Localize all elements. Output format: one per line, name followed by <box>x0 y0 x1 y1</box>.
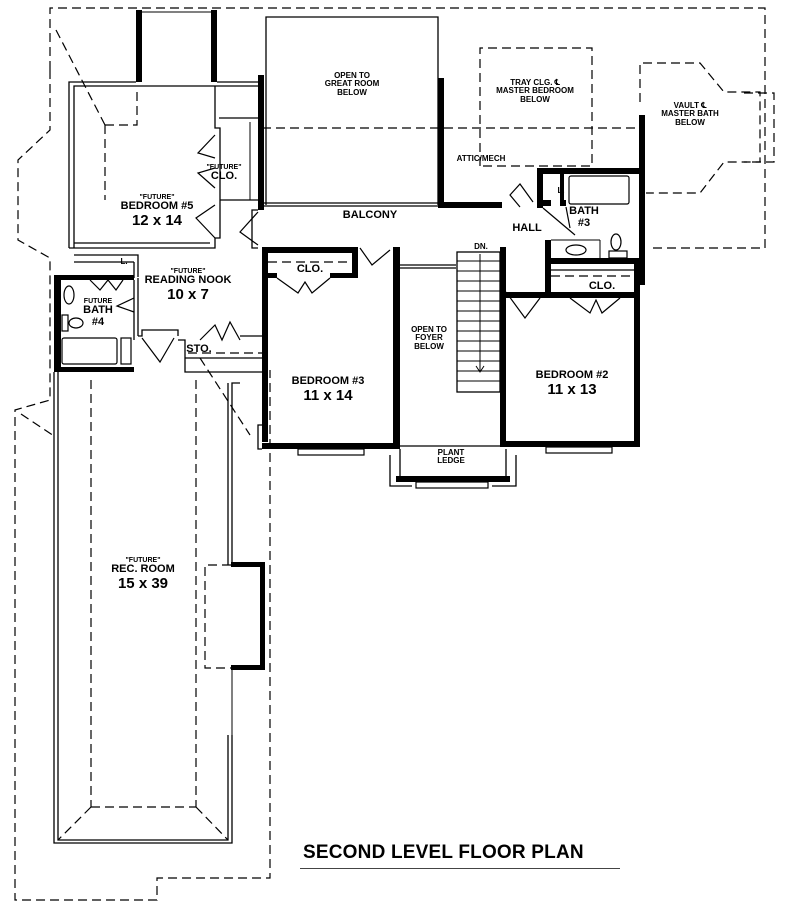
open-great-room-line1: OPEN TO <box>334 71 370 80</box>
label-stair-down: DN. <box>474 242 488 251</box>
label-bath-3: BATH #3 <box>569 205 599 229</box>
label-bedroom-3-closet: CLO. <box>296 263 324 275</box>
label-open-great-room: OPEN TO GREAT ROOM BELOW <box>324 71 380 97</box>
open-great-room-line3: BELOW <box>337 87 367 97</box>
bedroom-2-walls <box>505 262 640 454</box>
open-foyer-line2: FOYER <box>415 333 443 343</box>
label-attic-mech: ATTIC/MECH <box>456 154 506 163</box>
plant-ledge-line2: LEDGE <box>437 456 465 466</box>
label-bedroom-2: BEDROOM #2 11 x 13 <box>535 369 609 398</box>
label-reading-nook: "FUTURE" READING NOOK 10 x 7 <box>145 268 232 303</box>
stair-foyer <box>389 247 517 489</box>
reading-nook-name: READING NOOK <box>144 274 232 287</box>
reading-nook-dims: 10 x 7 <box>167 285 209 303</box>
label-vault-master-bath: VAULT ℄ MASTER BATH BELOW <box>661 101 719 127</box>
rec-room-dims: 15 x 39 <box>117 574 169 592</box>
bedroom-3-name: BEDROOM #3 <box>291 375 365 387</box>
vault-line3: BELOW <box>675 117 705 127</box>
label-bath-3-linen: L. <box>557 186 565 195</box>
tray-line3: BELOW <box>520 94 550 104</box>
open-foyer-line1: OPEN TO <box>411 325 447 334</box>
rec-room-future-tag: "FUTURE" <box>125 557 161 564</box>
bedroom-5-name: BEDROOM #5 <box>120 200 194 213</box>
future-closet-tag: "FUTURE" <box>206 164 242 171</box>
stair-treads <box>457 254 500 382</box>
title-underline <box>300 868 620 869</box>
bedroom-3-walls <box>257 247 400 456</box>
balcony <box>239 202 502 249</box>
label-bedroom-2-closet: CLO. <box>588 280 616 292</box>
bedroom-2-name: BEDROOM #2 <box>535 369 609 381</box>
label-plant-ledge: PLANT LEDGE <box>437 448 465 466</box>
reading-nook-bath-4 <box>54 254 262 436</box>
plant-ledge-line1: PLANT <box>437 448 465 457</box>
roof-outline <box>14 7 775 901</box>
bath-3-walls <box>509 115 645 285</box>
bath-4-number: #4 <box>91 315 105 328</box>
vault-line2: MASTER BATH <box>661 109 719 119</box>
rec-room-name: REC. ROOM <box>111 563 175 576</box>
bedroom-5-dims: 12 x 14 <box>131 211 183 229</box>
bedroom-3-dims: 11 x 14 <box>303 386 353 404</box>
bedroom-5-walls <box>68 10 258 249</box>
label-hall: HALL <box>512 222 542 234</box>
bedroom-2-dims: 11 x 13 <box>547 380 597 398</box>
open-foyer-line3: BELOW <box>414 341 444 351</box>
label-open-foyer: OPEN TO FOYER BELOW <box>411 325 447 351</box>
label-bath-4: FUTURE BATH #4 <box>83 298 113 328</box>
label-tray-ceiling-master: TRAY CLG. ℄ MASTER BEDROOM BELOW <box>496 78 574 104</box>
bedroom-5-future-tag: "FUTURE" <box>139 194 175 201</box>
label-balcony: BALCONY <box>342 209 398 221</box>
label-storage: STO. <box>186 343 212 355</box>
bath-3-number: #3 <box>577 216 591 229</box>
open-great-room-line2: GREAT ROOM <box>324 79 380 89</box>
label-bedroom-5: "FUTURE" BEDROOM #5 12 x 14 <box>121 194 194 229</box>
tray-line1: TRAY CLG. ℄ <box>510 78 560 87</box>
label-future-closet: "FUTURE" CLO. <box>206 164 241 183</box>
label-bedroom-3: BEDROOM #3 11 x 14 <box>291 375 365 404</box>
label-rec-room: "FUTURE" REC. ROOM 15 x 39 <box>111 557 175 592</box>
reading-nook-future-tag: "FUTURE" <box>170 268 206 275</box>
bath-4-name: BATH <box>83 304 113 317</box>
great-room-opening <box>258 16 444 210</box>
label-reading-nook-linen: L. <box>120 257 128 266</box>
bath-3-name: BATH <box>569 205 599 217</box>
rec-room-walls <box>53 372 265 844</box>
bath-4-future-tag: FUTURE <box>83 298 113 305</box>
tray-line2: MASTER BEDROOM <box>496 86 574 96</box>
plan-title: SECOND LEVEL FLOOR PLAN <box>303 842 584 863</box>
future-closet-name: CLO. <box>210 170 238 183</box>
vault-line1: VAULT ℄ <box>673 101 707 110</box>
